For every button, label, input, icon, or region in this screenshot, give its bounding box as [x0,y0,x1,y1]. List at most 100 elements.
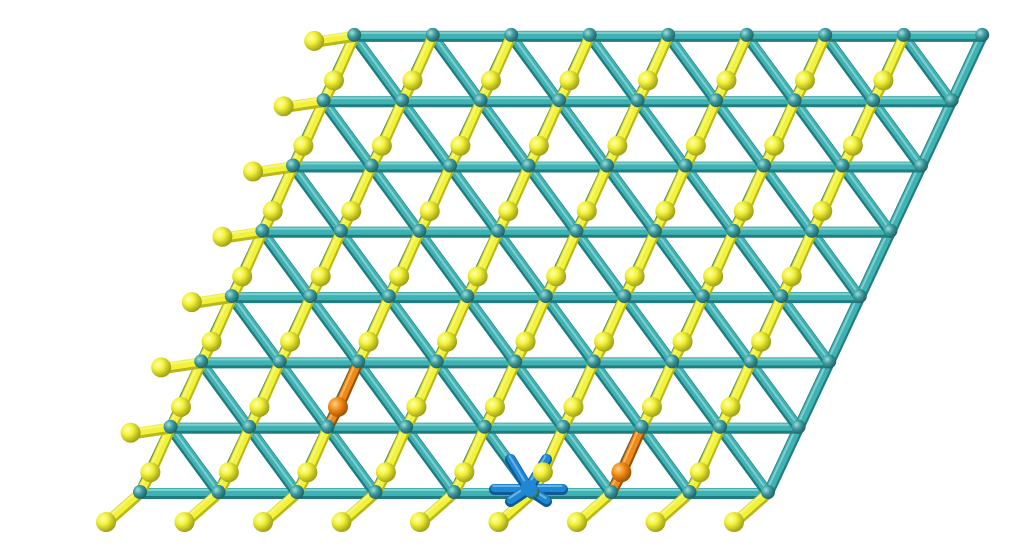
metal-atom [443,158,457,173]
metal-atom [682,485,697,499]
metal-atom [569,223,584,238]
chalcogen-atom [781,266,802,287]
bond-metal [742,30,799,105]
chalcogen-atom [402,70,423,91]
bond-metal [541,292,598,366]
bond-metal-hl [168,423,219,491]
bond-metal-hl [762,162,812,230]
bond-metal [289,161,345,235]
bond-metal-hl [369,162,420,230]
metal-atom [896,27,911,42]
bond-metal-hl [666,31,717,100]
bond-metal [668,357,725,431]
bond-metal-hl [766,423,799,491]
chalcogen-atom [331,512,352,532]
chalcogen-atom [567,512,587,532]
chalcogen-atom [375,462,396,483]
chalcogen-atom [293,135,314,156]
chalcogen-atom [174,512,195,532]
chalcogen-atom [151,357,172,378]
bond-metal-hl [919,97,952,165]
metal-atom [866,93,881,108]
defect-atom [520,480,537,496]
bond-metal [555,96,611,170]
bond-metal-hl [465,293,516,361]
metal-atom [647,223,662,238]
bond-metal-hl [949,31,983,100]
metal-atom [255,223,270,238]
chalcogen-atom [546,266,567,287]
bond-metal-hl [670,358,721,426]
chalcogen-atom [170,396,191,417]
chalcogen-atom [218,462,239,483]
bond-metal [777,292,834,366]
chalcogen-atom [253,512,273,532]
metal-atom [634,419,649,434]
bond-metal [258,226,315,301]
bond-metal-hl [513,358,564,426]
metal-atom [914,158,928,173]
chalcogen-atom [488,512,509,532]
bond-metal-hl [871,97,921,165]
chalcogen-atom [96,512,116,532]
bond-metal-hl [888,162,921,230]
bond-metal [446,161,502,235]
chalcogen-atom [716,70,737,91]
bond-metal [476,96,533,170]
chalcogen-atom [181,292,202,313]
bond-metal [507,30,564,105]
bond-metal-hl [901,31,952,100]
chalcogen-atom [297,462,318,483]
bond-metal-hl [779,293,830,361]
bond-metal-hl [308,293,359,361]
metal-atom [490,223,505,238]
bond-metal [698,292,755,366]
bond-metal [917,96,956,170]
metal-atom [347,27,362,42]
metal-atom [425,27,440,42]
bond-metal-hl [291,162,341,230]
chalcogen-atom [120,422,141,443]
bond-metal [585,30,642,105]
bonds-layer [98,30,988,529]
bond-metal-hl [718,423,768,491]
chalcogen-atom [480,70,501,91]
chalcogen-atom [637,70,658,91]
metal-atom [852,289,867,304]
metal-atom [320,419,335,434]
bond-metal [825,292,864,366]
bond-metal-hl [731,227,782,296]
bond-metal-hl [338,227,389,296]
chalcogen-atom [559,70,580,91]
metal-atom [883,223,898,238]
metal-atom [695,289,710,304]
metal-atom [473,93,488,108]
metal-atom [726,223,741,238]
bond-metal-hl [809,227,860,296]
bond-metal-hl [744,31,795,100]
chalcogen-atom [576,201,597,222]
bond-metal [664,30,721,105]
metal-atom [242,419,257,434]
metal-atom [521,158,536,173]
bond-metal [367,161,424,235]
bond-metal-hl [561,423,611,491]
bond-metal-hl [700,293,751,361]
metal-atom [412,223,427,238]
bond-metal [428,30,485,105]
bond-metal-hl [635,97,686,165]
bond-metal-hl [622,293,673,361]
chalcogen-atom [873,70,894,91]
chalcogen-atom [437,331,458,352]
metal-atom [508,354,523,369]
bond-metal [729,226,786,301]
bond-metal-hl [386,293,437,361]
bond-metal [807,226,864,301]
metal-atom [399,419,414,434]
metal-atom [395,93,410,108]
bond-metal [354,357,411,431]
metal-atom [460,289,475,304]
chalcogen-atom [594,331,615,352]
bond-metal [511,357,568,431]
metal-atom [944,93,959,108]
